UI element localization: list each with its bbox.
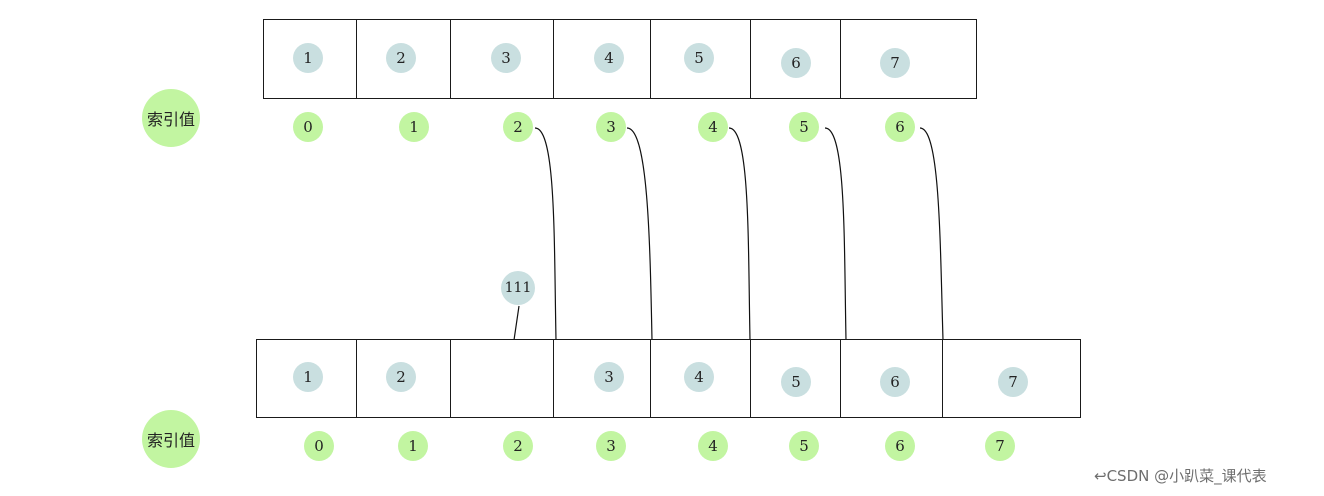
bottom-value-0: 1: [293, 362, 323, 392]
top-index-5: 5: [789, 112, 819, 142]
top-index-2: 2: [503, 112, 533, 142]
bottom-index-6: 6: [885, 431, 915, 461]
shift-arrow-3: [626, 127, 673, 368]
bottom-index-1: 1: [398, 431, 428, 461]
top-cell-0: [263, 19, 357, 99]
bottom-value-7: 7: [998, 367, 1028, 397]
shift-arrow-6: [919, 127, 965, 372]
bottom-index-2: 2: [503, 431, 533, 461]
top-index-1: 1: [399, 112, 429, 142]
top-index-3: 3: [596, 112, 626, 142]
top-value-0: 1: [293, 43, 323, 73]
bottom-cell-2: [450, 339, 554, 418]
top-value-1: 2: [386, 43, 416, 73]
bottom-value-3: 3: [594, 362, 624, 392]
bottom-index-5: 5: [789, 431, 819, 461]
bottom-value-1: 2: [386, 362, 416, 392]
bottom-value-5: 5: [781, 367, 811, 397]
bottom-index-0: 0: [304, 431, 334, 461]
top-value-2: 3: [491, 43, 521, 73]
watermark: ↩CSDN @小趴菜_课代表: [1094, 465, 1267, 486]
shift-arrow-5: [824, 127, 868, 372]
top-value-4: 5: [684, 43, 714, 73]
top-value-3: 4: [594, 43, 624, 73]
bottom-index-7: 7: [985, 431, 1015, 461]
watermark-text: CSDN @小趴菜_课代表: [1106, 467, 1267, 485]
top-index-6: 6: [885, 112, 915, 142]
top-index-0: 0: [293, 112, 323, 142]
bottom-value-4: 4: [684, 362, 714, 392]
bottom-cell-5: [750, 339, 841, 418]
top-value-5: 6: [781, 48, 811, 78]
bottom-index-3: 3: [596, 431, 626, 461]
shift-arrow-2: [534, 127, 579, 370]
bottom-index-label: 索引值: [142, 410, 200, 468]
bottom-value-6: 6: [880, 367, 910, 397]
watermark-arrow-icon: ↩: [1094, 467, 1107, 485]
insert-value: 111: [501, 271, 535, 305]
top-index-4: 4: [698, 112, 728, 142]
top-value-6: 7: [880, 48, 910, 78]
bottom-index-4: 4: [698, 431, 728, 461]
top-index-label: 索引值: [142, 89, 200, 147]
shift-arrow-4: [728, 127, 772, 370]
